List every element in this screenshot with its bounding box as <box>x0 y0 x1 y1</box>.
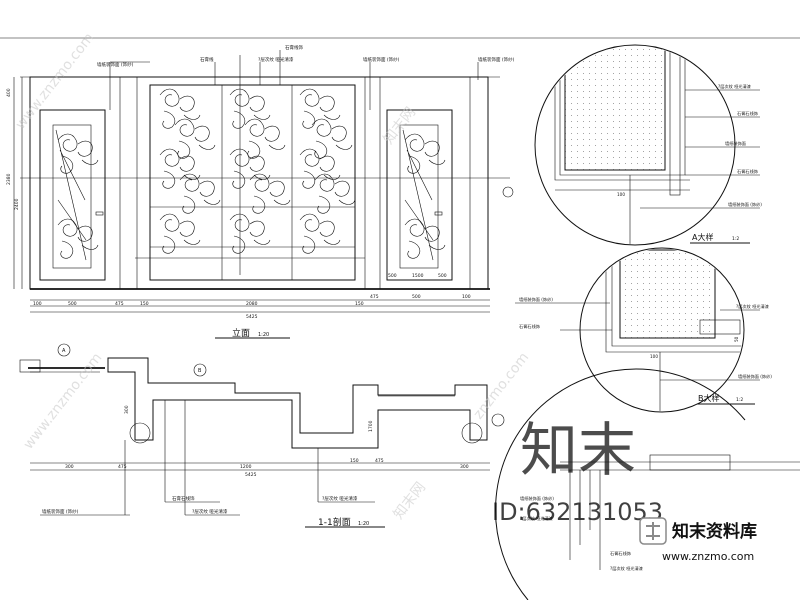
sub-dim-1: 500 <box>388 273 397 279</box>
watermark-big: 知末 <box>520 416 636 484</box>
detail-b-label-1: 墙纸装饰面 (饰纱) <box>519 296 553 303</box>
section-view: A B 300 475 1200 150 475 300 5425 300 17… <box>19 343 505 528</box>
dim-7: 475 <box>370 294 379 300</box>
axis-bubble <box>502 186 514 198</box>
detail-a-title: A大样 <box>692 232 713 242</box>
brand-name: 知末资料库 <box>671 521 757 542</box>
section-title: 1-1剖面 <box>318 516 351 528</box>
dim-2: 500 <box>68 301 77 307</box>
dim-5: 2080 <box>246 301 258 307</box>
label-top-mid-a: ?层次纹 哑光清漆 <box>258 56 294 63</box>
detail-a-scale: 1:2 <box>732 236 739 242</box>
dim-1: 100 <box>33 301 42 307</box>
detail-b: 墙纸装饰面 (饰纱) ?层次纹 哑光清漆 石膏石线饰 墙纸装饰面 (饰纱) 10… <box>515 247 772 413</box>
label-top-mid-left: 石膏线 <box>200 56 214 63</box>
left-height-1: 400 <box>6 88 12 97</box>
watermark-id: ID:632131053 <box>492 498 663 526</box>
detail-a-label-1: ?层次纹 哑光清漆 <box>718 83 751 90</box>
left-height-3: 2400 <box>14 198 20 210</box>
callout-b-text: B <box>198 368 202 374</box>
section-dim-1: 300 <box>65 464 74 470</box>
watermark-diag-5: znzmo.com <box>471 350 533 423</box>
detail-a-label-5: 墙纸装饰面 (饰纱) <box>728 201 762 208</box>
label-top-right-a: 墙纸装饰面 (饰纱) <box>363 56 400 63</box>
right-door <box>386 109 453 281</box>
detail-b-dim-2: 50 <box>734 336 739 342</box>
detail-c-label-4: ?层次纹 哑光清漆 <box>610 565 643 572</box>
section-wall <box>107 357 488 449</box>
watermark-diag-4: 知末网 <box>390 479 429 523</box>
dim-9: 100 <box>462 294 471 300</box>
section-right-dim-2: 1700 <box>368 420 374 432</box>
section-label-d: ?层次纹 哑光清漆 <box>322 495 358 502</box>
section-scale: 1:20 <box>358 521 369 527</box>
detail-b-title: B大样 <box>698 393 720 403</box>
sub-dim-3: 500 <box>438 273 447 279</box>
dim-8: 500 <box>412 294 421 300</box>
watermark-diag-2: www.znzmo.com <box>21 350 106 452</box>
detail-c-label-1: 墙纸装饰面 (饰纱) <box>520 495 554 502</box>
label-top-right-b: 墙纸装饰面 (饰纱) <box>478 56 515 63</box>
section-dim-2: 475 <box>118 464 127 470</box>
section-label-c: ?层次纹 哑光清漆 <box>192 508 228 515</box>
detail-a-label-3: 墙纸装饰面 <box>725 140 746 147</box>
detail-c-label-2: ?层次纹 哑光清漆 <box>520 515 553 522</box>
elevation-view: 墙纸装饰面 (饰纱) 石膏线 ?层次纹 哑光清漆 石膏线饰 墙纸装饰面 (饰纱)… <box>0 37 800 339</box>
wall-outline <box>29 76 489 290</box>
callout-a-marker <box>57 343 71 357</box>
section-dim-5: 475 <box>375 458 384 464</box>
elevation-title: 立面 <box>232 327 250 339</box>
section-label-b: 石膏石线饰 <box>172 495 195 502</box>
detail-b-dim-1: 100 <box>650 354 658 359</box>
callout-a-text: A <box>62 348 66 354</box>
elevation-dim-row: 100 500 475 150 2080 150 475 500 100 542… <box>30 273 490 320</box>
dim-6: 150 <box>355 301 364 307</box>
section-label-a: 墙纸装饰面 (饰纱) <box>42 508 79 515</box>
detail-a-label-2: 石膏石线饰 <box>737 110 758 117</box>
detail-b-scale: 1:2 <box>736 397 743 403</box>
section-dim-4: 150 <box>350 458 359 464</box>
dim-3: 475 <box>115 301 124 307</box>
section-dim-total: 5425 <box>245 472 257 478</box>
elevation-scale: 1:20 <box>258 332 269 338</box>
callout-c-marker <box>491 413 505 427</box>
detail-b-label-2: ?层次纹 哑光清漆 <box>736 303 769 310</box>
section-right-dim-1: 300 <box>124 405 130 414</box>
detail-b-label-3: 石膏石线饰 <box>519 323 540 330</box>
section-dim-6: 300 <box>460 464 469 470</box>
section-dim-3: 1200 <box>240 464 252 470</box>
detail-a: ?层次纹 哑光清漆 石膏石线饰 墙纸装饰面 石膏石线饰 墙纸装饰面 (饰纱) 1… <box>534 44 762 246</box>
ornamental-screen <box>135 55 365 281</box>
sub-dim-2: 1500 <box>412 273 424 279</box>
label-top-left: 墙纸装饰面 (饰纱) <box>97 61 134 68</box>
detail-c: 墙纸装饰面 (饰纱) ?层次纹 哑光清漆 石膏石线饰 ?层次纹 哑光清漆 <box>495 368 800 600</box>
callout-b-marker <box>193 363 207 377</box>
detail-a-dim: 100 <box>617 192 625 197</box>
dim-total: 5425 <box>246 314 258 320</box>
left-height-2: 2380 <box>6 173 12 185</box>
dim-4: 150 <box>140 301 149 307</box>
logo-glyph-icon <box>646 522 660 540</box>
detail-c-label-3: 石膏石线饰 <box>610 550 631 557</box>
left-door <box>39 109 106 281</box>
detail-a-label-4: 石膏石线饰 <box>737 168 758 175</box>
detail-b-label-4: 墙纸装饰面 (饰纱) <box>738 373 772 380</box>
brand-url: www.znzmo.com <box>662 550 754 563</box>
label-top-mid-b: 石膏线饰 <box>285 44 303 51</box>
watermark-diag-1: www.znzmo.com <box>13 30 98 132</box>
